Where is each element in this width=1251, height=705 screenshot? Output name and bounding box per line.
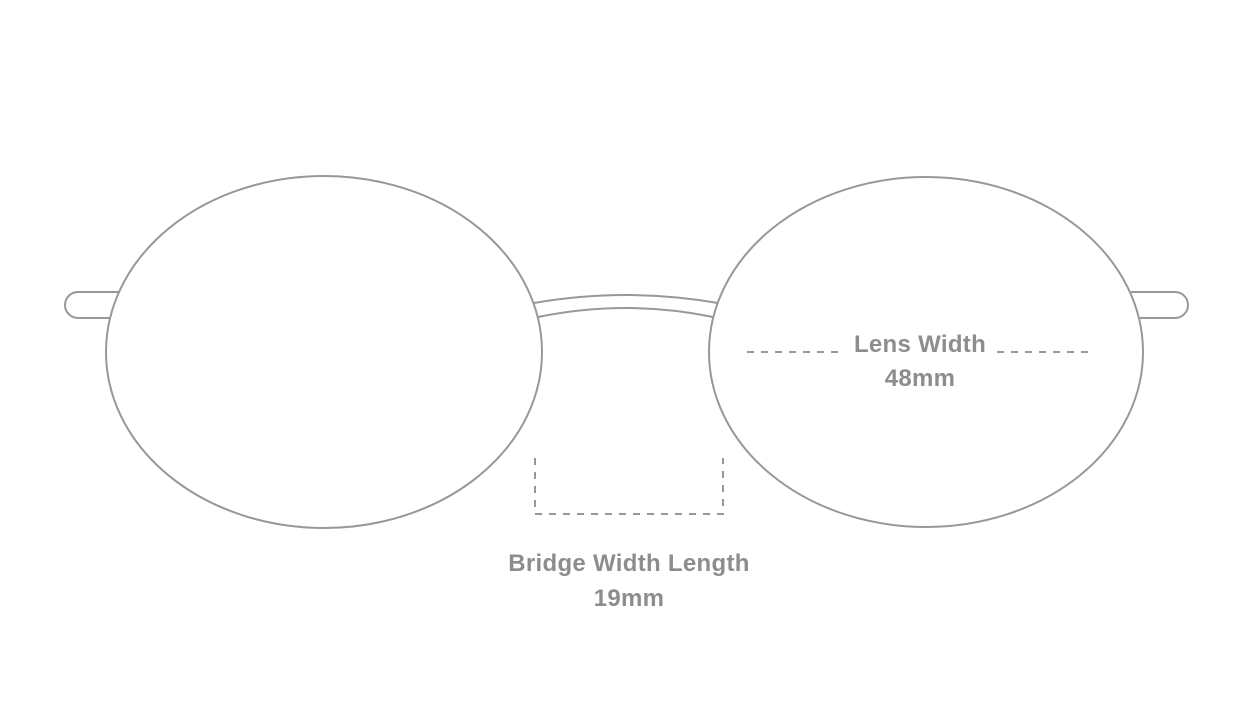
right-temple-tip-outline [1131,291,1189,319]
bridge-width-bracket [534,458,724,515]
bridge-bottom-outline [537,307,714,318]
bridge-top-outline [533,294,719,304]
left-temple-tip-outline [64,291,119,319]
lens-width-value: 48mm [885,365,956,392]
right-lens-outline [708,176,1144,528]
bridge-width-value: 19mm [594,585,665,612]
lens-width-label: Lens Width [854,331,986,358]
left-lens-outline [105,175,543,529]
bridge-width-label: Bridge Width Length [508,550,749,577]
